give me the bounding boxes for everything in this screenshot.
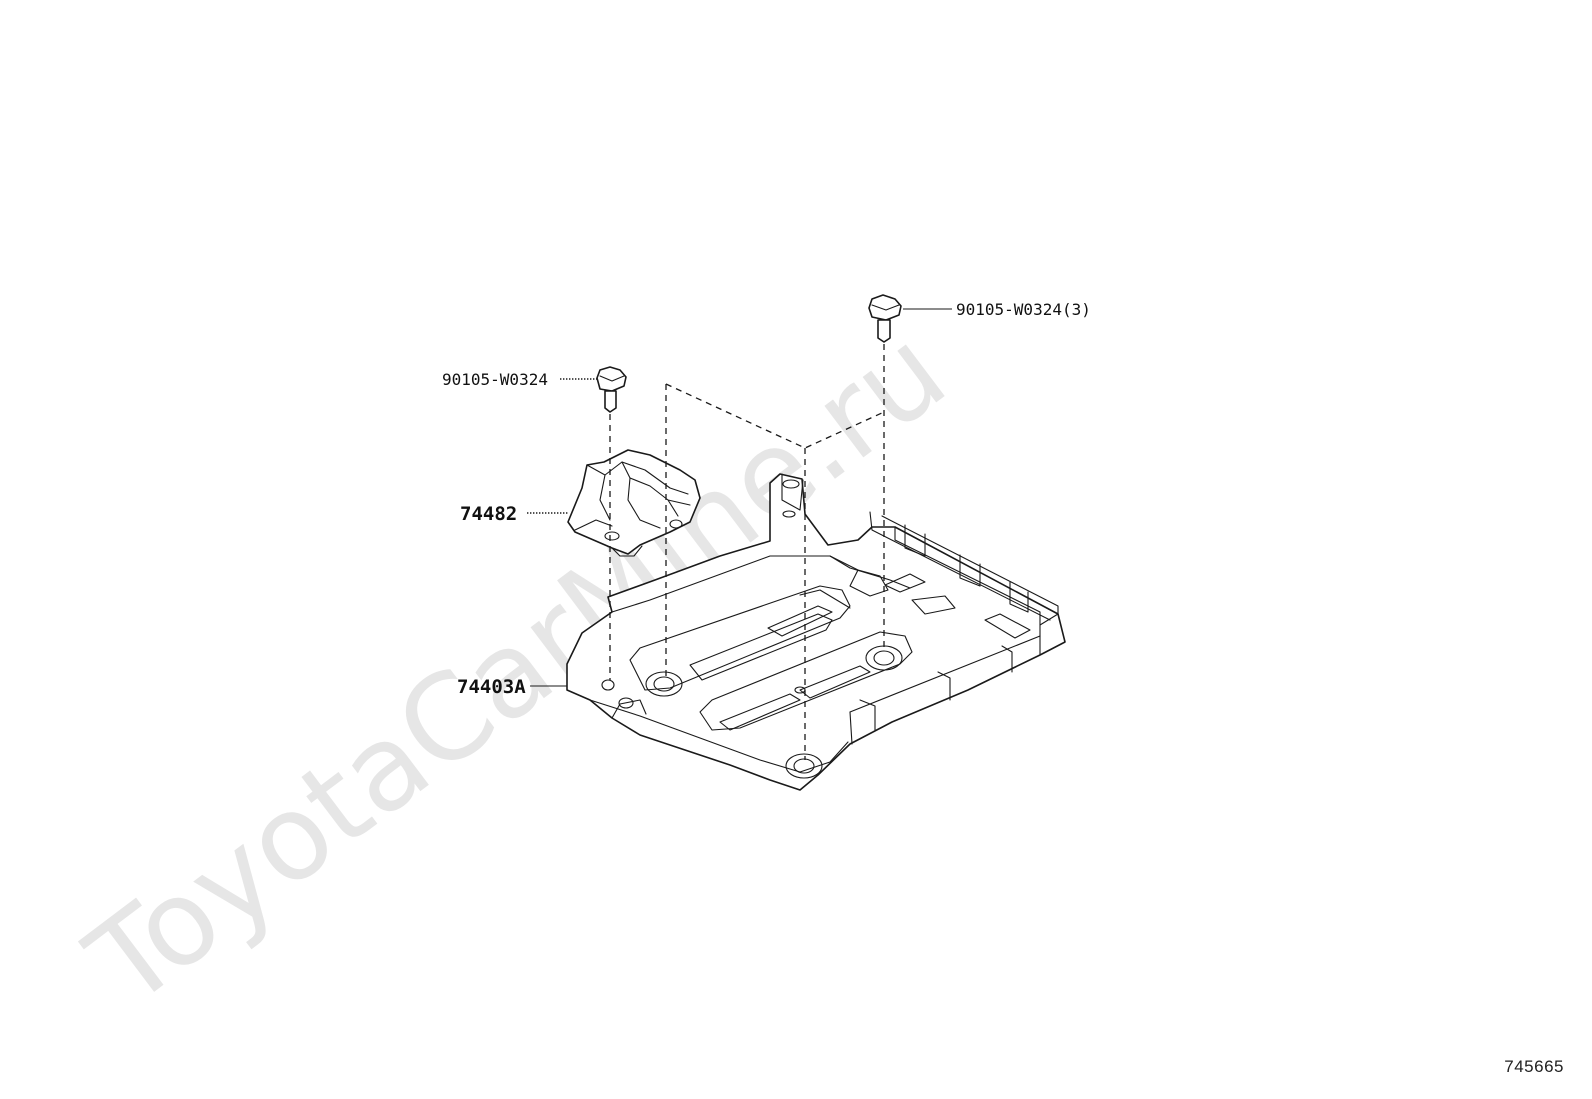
callout-bracket[interactable]: 74482: [460, 503, 517, 525]
bolt-right-part[interactable]: [868, 294, 902, 343]
assembly-lines: [609, 344, 885, 760]
leader-lines: [527, 308, 952, 687]
under-cover-part[interactable]: [566, 473, 1066, 791]
bracket-part[interactable]: [567, 449, 701, 557]
callout-bolt-left[interactable]: 90105-W0324: [442, 370, 548, 389]
diagram-number: 745665: [1504, 1057, 1564, 1076]
callout-under-cover[interactable]: 74403A: [457, 676, 526, 698]
callout-bolt-right[interactable]: 90105-W0324(3): [956, 300, 1091, 319]
bolt-left-part[interactable]: [596, 366, 627, 413]
